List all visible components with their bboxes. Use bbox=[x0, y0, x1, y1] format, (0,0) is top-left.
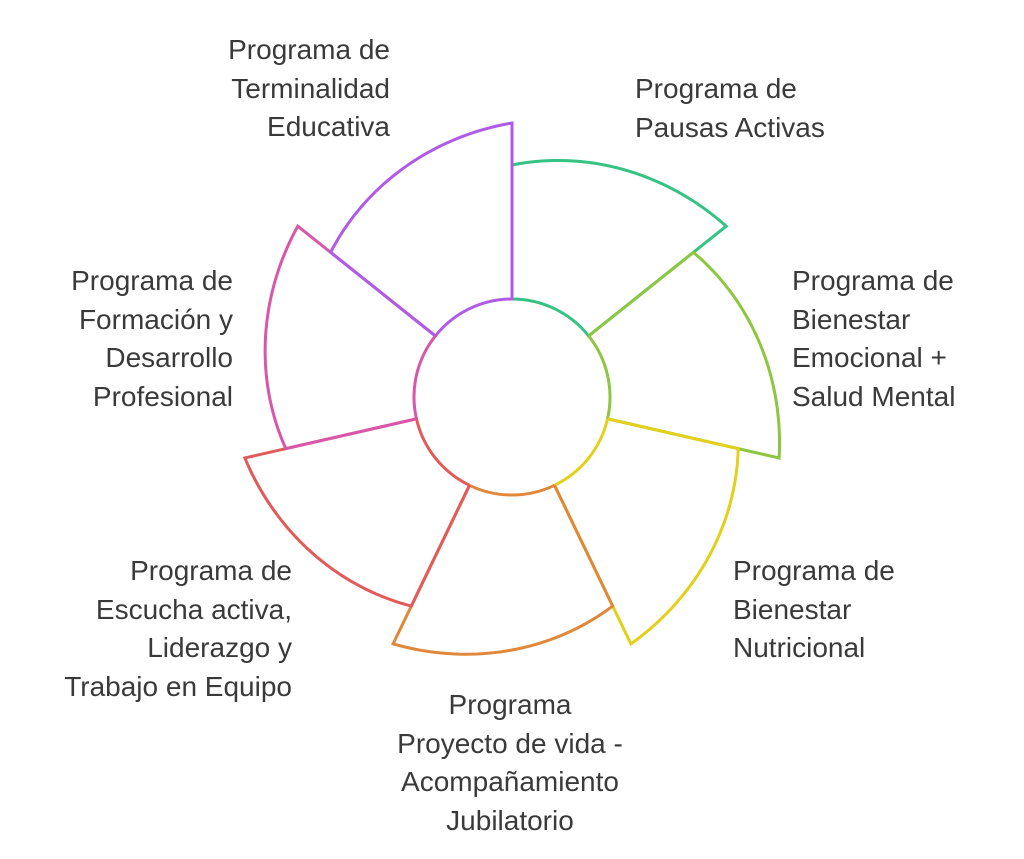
segment-jubilatorio bbox=[390, 483, 615, 656]
label-line: Educativa bbox=[267, 111, 390, 142]
label-line: Programa de bbox=[792, 265, 954, 296]
segment-pausas bbox=[510, 158, 729, 339]
label-terminalidad: Programa de Terminalidad Educativa bbox=[228, 31, 390, 147]
label-line: Programa de bbox=[228, 34, 390, 65]
label-line: Programa de bbox=[130, 555, 292, 586]
label-line: Profesional bbox=[92, 380, 233, 412]
label-line: Nutricional bbox=[733, 632, 866, 663]
label-line: Escucha activa, bbox=[95, 593, 292, 625]
label-line: Bienestar bbox=[792, 303, 911, 335]
label-line: Programa de bbox=[733, 555, 895, 586]
segment-formacion bbox=[263, 223, 438, 451]
label-line: Programa de bbox=[71, 265, 233, 296]
label-line: Acompañamiento bbox=[401, 766, 619, 797]
label-formacion: Programa de Formación y Desarrollo Profe… bbox=[71, 262, 233, 416]
label-line: Emocional + bbox=[792, 342, 947, 373]
label-line: Salud Mental bbox=[792, 380, 956, 412]
label-pausas: Programa de Pausas Activas bbox=[635, 70, 825, 147]
segment-terminalidad bbox=[328, 121, 514, 338]
label-jubilatorio: Programa Proyecto de vida - Acompañamien… bbox=[360, 686, 660, 840]
segment-emocional bbox=[587, 250, 782, 460]
label-line: Proyecto de vida - bbox=[397, 727, 623, 759]
label-line: Pausas Activas bbox=[635, 111, 825, 143]
label-line: Liderazgo y bbox=[147, 632, 292, 663]
label-line: Programa bbox=[448, 689, 572, 720]
label-escucha: Programa de Escucha activa, Liderazgo y … bbox=[64, 552, 292, 706]
label-line: Desarrollo bbox=[105, 342, 233, 373]
label-line: Bienestar bbox=[733, 593, 852, 625]
label-emocional: Programa de Bienestar Emocional + Salud … bbox=[792, 262, 955, 416]
label-line: Jubilatorio bbox=[446, 804, 574, 836]
segment-nutricional bbox=[552, 417, 740, 647]
segment-escucha bbox=[242, 417, 471, 608]
label-line: Terminalidad bbox=[231, 72, 390, 104]
label-line: Formación y bbox=[78, 303, 233, 335]
label-nutricional: Programa de Bienestar Nutricional bbox=[733, 552, 895, 668]
label-line: Trabajo en Equipo bbox=[64, 670, 292, 702]
label-line: Programa de bbox=[635, 73, 797, 104]
